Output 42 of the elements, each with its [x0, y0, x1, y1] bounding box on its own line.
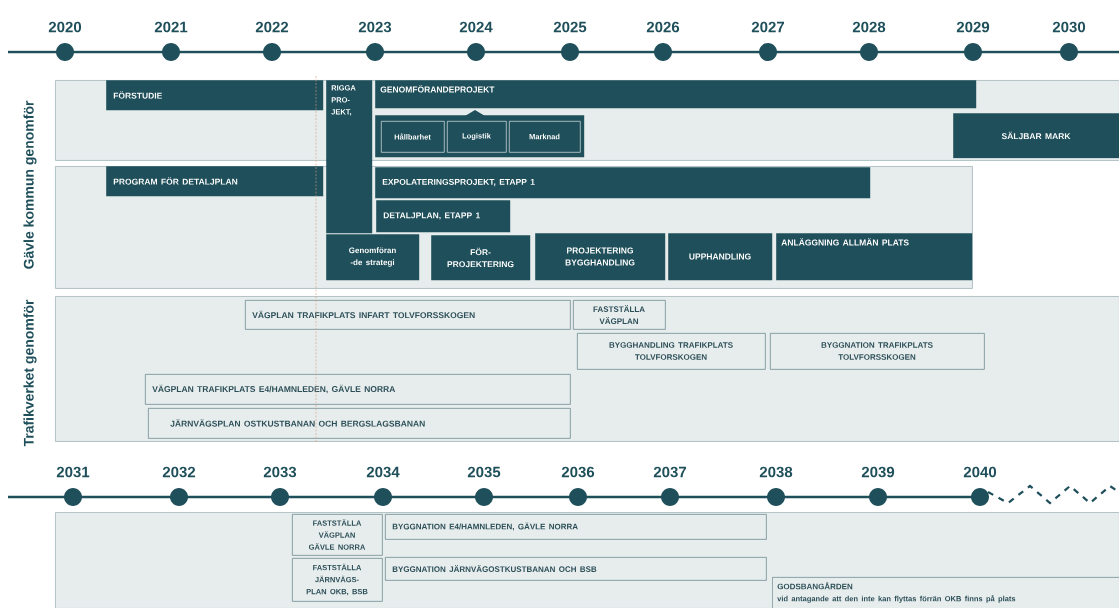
activity-box: BYGGHANDLING TRAFIKPLATS TOLVFORSKOGEN — [577, 333, 766, 370]
year-label: 2034 — [366, 466, 400, 478]
year-label: 2031 — [56, 466, 90, 478]
node-label: DETALJPLAN, ETAPP 1 — [383, 212, 480, 220]
timeline-bar: ANLÄGGNING ALLMÄN PLATS — [776, 233, 973, 281]
year-label: 2020 — [48, 21, 82, 33]
node-label: Genomföran -de strategi — [349, 247, 396, 267]
year-label: 2040 — [963, 466, 997, 478]
year-label: 2038 — [759, 466, 793, 478]
year-label: 2024 — [459, 21, 493, 33]
activity-box: JÄRNVÄGSPLAN OSTKUSTBANAN OCH BERGSLAGSBANAN — [148, 408, 571, 439]
timeline-bar: PROGRAM FÖR DETALJPLAN — [106, 166, 324, 197]
activity-box: VÄGPLAN TRAFIKPLATS INFART TOLVFORSSKOGEN — [245, 300, 571, 330]
activity-box: VÄGPLAN TRAFIKPLATS E4/HAMNLEDEN, GÄVLE NORRA — [145, 374, 571, 405]
year-label: 2023 — [358, 21, 392, 33]
year-label: 2036 — [561, 466, 595, 478]
timeline-bar: Genomföran -de strategi — [326, 234, 420, 281]
year-label: 2021 — [154, 21, 188, 33]
year-label: 2025 — [553, 21, 587, 33]
timeline-bar: SÄLJBAR MARK — [953, 113, 1119, 159]
year-label: 2026 — [646, 21, 680, 33]
year-label: 2037 — [653, 466, 687, 478]
timeline-bar: DETALJPLAN, ETAPP 1 — [376, 200, 511, 233]
year-label: 2029 — [956, 21, 990, 33]
activity-box: BYGGNATION TRAFIKPLATS TOLVFORSSKOGEN — [770, 333, 985, 370]
year-label: 2035 — [467, 466, 501, 478]
lane-label: Trafikverket genomför — [23, 299, 37, 447]
timeline-bar: PROJEKTERING BYGGHANDLING — [535, 233, 666, 281]
year-label: 2030 — [1052, 21, 1086, 33]
timeline-bar: UPPHANDLING — [668, 233, 773, 281]
year-label: 2039 — [861, 466, 895, 478]
year-label: 2028 — [852, 21, 886, 33]
activity-box: BYGGNATION JÄRNVÄGOSTKUSTBANAN OCH BSB — [385, 557, 767, 581]
timeline-bar: FÖR- PROJEKTERING — [431, 235, 531, 281]
year-label: 2027 — [751, 21, 785, 33]
activity-box: BYGGNATION E4/HAMNLEDEN, GÄVLE NORRA — [385, 514, 767, 540]
year-label: 2032 — [162, 466, 196, 478]
timeline-bar: FÖRSTUDIE — [106, 80, 324, 111]
year-label: 2022 — [255, 21, 289, 33]
activity-box: FASTSTÄLLA VÄGPLAN — [573, 300, 666, 330]
year-label: 2033 — [263, 466, 297, 478]
lane-label: Gävle kommun genomför — [23, 100, 37, 269]
